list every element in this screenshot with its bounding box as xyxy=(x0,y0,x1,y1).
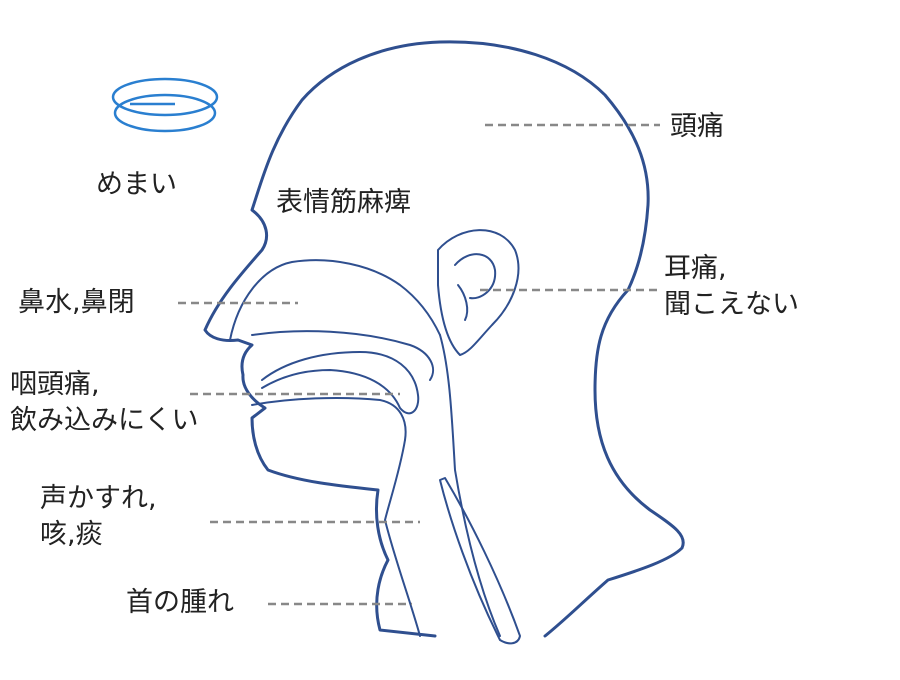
spiral-icon xyxy=(111,77,219,133)
trachea xyxy=(439,477,521,645)
ear-label-line1: 耳痛, xyxy=(664,253,727,284)
ear-label-line2: 聞こえない xyxy=(664,289,799,320)
oral-cavity xyxy=(261,351,420,415)
nose-label: 鼻水,鼻閉 xyxy=(18,287,135,318)
pharynx xyxy=(384,439,421,637)
ear xyxy=(437,229,520,356)
throat-label-line2: 飲み込みにくい xyxy=(10,405,199,436)
voice-label-line2: 咳,痰 xyxy=(40,519,103,550)
voice-label-line1: 声かすれ, xyxy=(40,483,157,514)
nasal-cavity xyxy=(229,259,441,341)
facial-paralysis-label: 表情筋麻痺 xyxy=(276,187,411,218)
throat-label-line1: 咽頭痛, xyxy=(10,369,100,400)
neck-swelling-label: 首の腫れ xyxy=(126,587,234,618)
headache-label: 頭痛 xyxy=(670,111,724,142)
dizziness-label: めまい xyxy=(96,169,177,200)
head-outline xyxy=(203,40,685,638)
